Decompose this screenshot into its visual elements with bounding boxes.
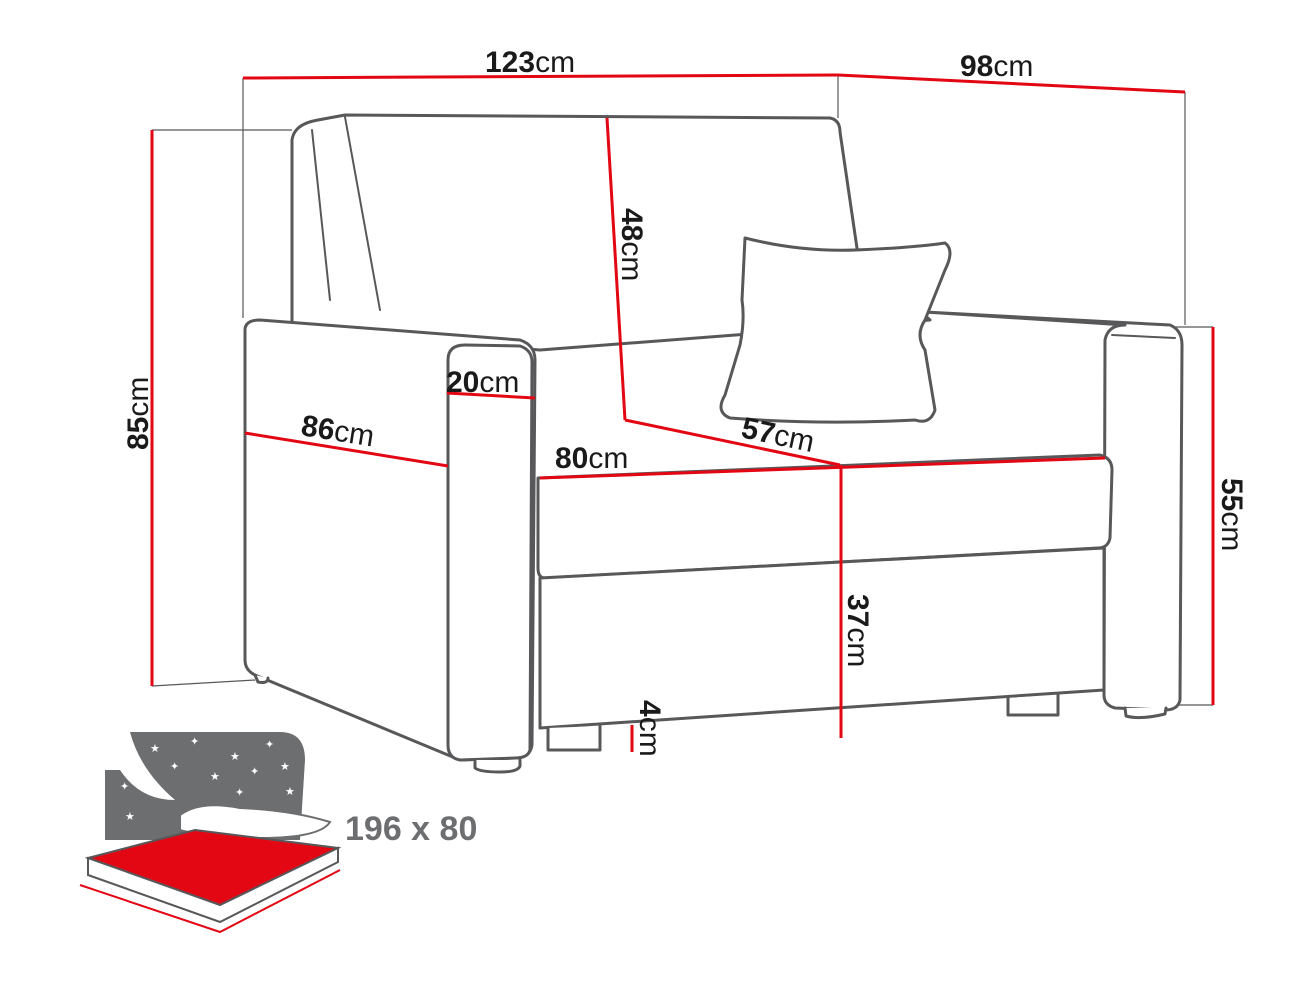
label-depth: 98cm: [960, 50, 1033, 83]
svg-text:✦: ✦: [235, 787, 244, 799]
label-seat-width: 80cm: [555, 442, 628, 475]
label-seat-depth: 57cm: [739, 412, 818, 460]
dim-line-seat-width: [539, 456, 1106, 480]
label-height: 85cm: [122, 377, 155, 450]
dimension-lines: [150, 73, 1215, 752]
bed-with-night-sky-icon: ★ ✦ ★ ✦ ★ ✦ ★ ✦ ✦ ★ ★ ✦: [79, 732, 342, 934]
label-armrest-width: 20cm: [446, 366, 519, 399]
svg-text:★: ★: [210, 771, 220, 783]
stars: ★ ✦ ★ ✦ ★ ✦ ★ ✦ ✦ ★ ★ ✦: [120, 736, 295, 823]
label-armrest-depth: 86cm: [299, 409, 377, 453]
svg-text:✦: ✦: [170, 761, 179, 773]
dim-line-seat-depth: [624, 418, 841, 467]
sofa-outline: [243, 113, 1184, 774]
svg-text:✦: ✦: [190, 736, 199, 748]
svg-text:✦: ✦: [265, 739, 274, 751]
svg-text:★: ★: [280, 761, 290, 773]
dim-line-armrest-depth: [244, 431, 449, 468]
label-backrest-height: 48cm: [615, 208, 648, 281]
extension-lines: [151, 75, 1213, 706]
dim-line-depth: [837, 73, 1186, 94]
svg-text:✦: ✦: [120, 781, 129, 793]
svg-text:★: ★: [125, 811, 135, 823]
label-width: 123cm: [485, 46, 575, 79]
svg-text:✦: ✦: [250, 766, 259, 778]
label-armrest-height: 55cm: [1215, 478, 1248, 551]
sleeping-area-label: 196 x 80: [345, 810, 477, 848]
dim-line-backrest: [605, 117, 627, 421]
dim-line-armrest-width: [446, 391, 536, 400]
svg-text:★: ★: [285, 786, 295, 798]
svg-text:★: ★: [230, 751, 240, 763]
label-seat-height: 37cm: [841, 594, 874, 667]
label-leg-height: 4cm: [633, 700, 666, 757]
svg-text:★: ★: [150, 743, 160, 755]
dim-line-width: [242, 73, 839, 80]
